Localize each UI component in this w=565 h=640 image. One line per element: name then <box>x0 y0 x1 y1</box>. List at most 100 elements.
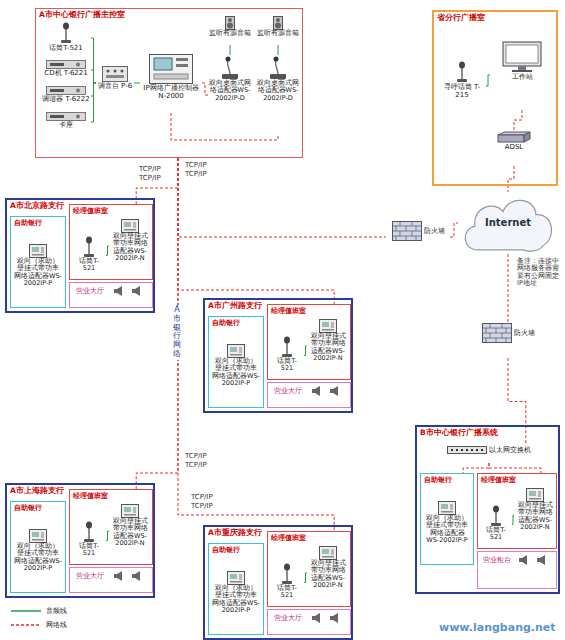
box-label: Internet <box>458 217 558 229</box>
device-box: 双向壁挂式带功率网络适配器WS-2002IP-N <box>109 218 151 274</box>
mic-icon <box>59 22 73 44</box>
device-box: 话筒T-521 <box>41 21 91 55</box>
legend-swatch <box>10 622 42 628</box>
control-room: A市中心银行广播主控室话筒T-521CD机 T-6221调谐器 T-6222卡座… <box>35 8 303 158</box>
box-label: 监听有源音箱 <box>209 30 251 37</box>
legend-text: 网络线 <box>46 620 67 630</box>
box-label: IP网络广播控制器N-2000 <box>141 84 201 100</box>
box-label: 营业大厅 <box>274 387 302 395</box>
protocol-label: TCP/IP <box>138 165 162 173</box>
network-line <box>178 158 334 304</box>
box-label: 调谐器 T-6222 <box>42 95 89 103</box>
network-line <box>136 158 178 489</box>
box-label: 话筒T-521 <box>481 527 511 542</box>
device-box: 调谐器 T-6222 <box>41 85 91 107</box>
network-line <box>463 463 489 473</box>
hall-area: 营业大厅 <box>267 382 351 408</box>
box-label: 调音台 P-6 <box>98 82 132 90</box>
mic-icon <box>280 563 294 585</box>
box-title: 自助银行 <box>14 219 62 227</box>
box-title: 自助银行 <box>212 319 260 327</box>
device-box: 双向壁挂式带功率网络适配器WS-2002IP-N <box>307 545 349 601</box>
box-label: 防火墙 <box>514 329 535 337</box>
protocol-label: TCP/IP <box>190 502 214 510</box>
branch-box: B市中心银行广播系统以太网交换机经理值班室话筒T-521双向壁挂式带功率网络适配… <box>415 425 560 594</box>
network-line <box>508 166 514 192</box>
self-service-area: 自助银行双向（求助）壁挂式带功率网络适配器WS-2002IP-P <box>420 473 474 565</box>
wall-icon <box>121 504 139 518</box>
duty-room: 经理值班室话筒T-521双向壁挂式带功率网络适配器WS-2002IP-N <box>267 531 351 607</box>
mic-icon <box>82 521 96 543</box>
audio-line <box>304 346 307 355</box>
device-box: CD机 T-6221 <box>41 59 91 81</box>
protocol-label: TCP/IP <box>138 174 162 182</box>
box-label: 寻呼话筒 T-215 <box>439 83 485 99</box>
fw-icon <box>392 221 422 241</box>
audio-line <box>91 83 96 122</box>
box-label: 以太网交换机 <box>489 446 531 454</box>
legend: 音频线网络线 <box>10 604 67 632</box>
box-label: 话筒T-521 <box>271 585 303 600</box>
duty-room: 经理值班室话筒T-521双向壁挂式带功率网络适配器WS-2002IP-N <box>477 473 557 549</box>
broadcast-room: 省分行广播室寻呼话筒 T-215工作站ADSL <box>432 10 558 186</box>
box-label: 双向壁挂式带功率网络适配器WS-2002IP-N <box>308 333 348 363</box>
box-title: 省分行广播室 <box>437 14 553 23</box>
legend-swatch <box>10 608 42 614</box>
box-label: 营业大厅 <box>76 572 104 580</box>
box-title: 经理值班室 <box>73 492 149 500</box>
hall-area: 营业大厅 <box>267 609 351 635</box>
box-label: 营业柜台 <box>483 556 511 564</box>
network-line <box>450 223 458 237</box>
duty-room: 经理值班室话筒T-521双向壁挂式带功率网络适配器WS-2002IP-N <box>69 489 153 565</box>
protocol-label: TCP/IP <box>184 161 208 169</box>
box-label: 双向桌面式网络适配器WS-2002IP-D <box>209 80 251 102</box>
mic-icon <box>280 336 294 358</box>
device-box: IP网络广播控制器N-2000 <box>140 53 202 113</box>
duty-room: 经理值班室话筒T-521双向壁挂式带功率网络适配器WS-2002IP-N <box>267 304 351 380</box>
device-box: 以太网交换机 <box>443 445 535 463</box>
device-box: 双向桌面式网络适配器WS-2002IP-D <box>208 55 252 135</box>
box-label: 营业大厅 <box>274 614 302 622</box>
device-box: 双向（求助）壁挂式带功率网络适配器WS-2002IP-P <box>211 570 261 630</box>
legend-row: 音频线 <box>10 604 67 618</box>
network-line <box>508 254 509 322</box>
hall-area: 营业大厅 <box>69 567 153 593</box>
internet-cloud: Internet <box>458 192 558 254</box>
protocol-label: TCP/IP <box>184 461 208 469</box>
protocol-label: TCP/IP <box>190 493 214 501</box>
switch-icon <box>447 446 487 454</box>
self-service-area: 自助银行双向（求助）壁挂式带功率网络适配器WS-2002IP-P <box>10 501 66 593</box>
spk2-icon <box>517 554 551 566</box>
protocol-label: TCP/IP <box>184 452 208 460</box>
device-box: 双向（求助）壁挂式带功率网络适配器WS-2002IP-P <box>211 343 261 403</box>
wall-icon <box>29 244 47 258</box>
audio-line <box>91 38 96 83</box>
audio-line <box>304 573 307 582</box>
self-service-area: 自助银行双向（求助）壁挂式带功率网络适配器WS-2002IP-P <box>10 216 66 308</box>
audio-line <box>91 70 96 83</box>
spk2-icon <box>310 612 344 624</box>
device-box: 工作站 <box>490 40 554 110</box>
network-label: A市银行网络 <box>173 305 181 360</box>
box-label: 话筒T-521 <box>49 44 83 52</box>
device-box: 调音台 P-6 <box>96 65 134 101</box>
protocol-label: TCP/IP <box>184 170 208 178</box>
network-line <box>489 463 541 473</box>
box-label: 双向（求助）壁挂式带功率网络适配器WS-2002IP-P <box>14 543 62 573</box>
network-line <box>202 83 208 95</box>
box-title: B市中心银行广播系统 <box>420 429 555 438</box>
box-title: 经理值班室 <box>271 307 347 315</box>
hall-area: 营业柜台 <box>477 551 557 589</box>
device-box: 话筒T-521 <box>270 562 304 603</box>
audio-line <box>230 45 231 55</box>
modem-icon <box>496 131 532 143</box>
device-box: 监听有源音箱 <box>256 15 300 45</box>
device-box: 双向（求助）壁挂式带功率网络适配器WS-2002IP-P <box>13 243 63 303</box>
box-title: A市中心银行广播主控室 <box>39 11 299 20</box>
device-box: 双向壁挂式带功率网络适配器WS-2002IP-N <box>514 487 556 543</box>
box-label: CD机 T-6221 <box>44 69 87 77</box>
box-label: 工作站 <box>512 73 533 81</box>
audio-line <box>512 515 514 524</box>
device-box: 话筒T-521 <box>72 520 106 561</box>
